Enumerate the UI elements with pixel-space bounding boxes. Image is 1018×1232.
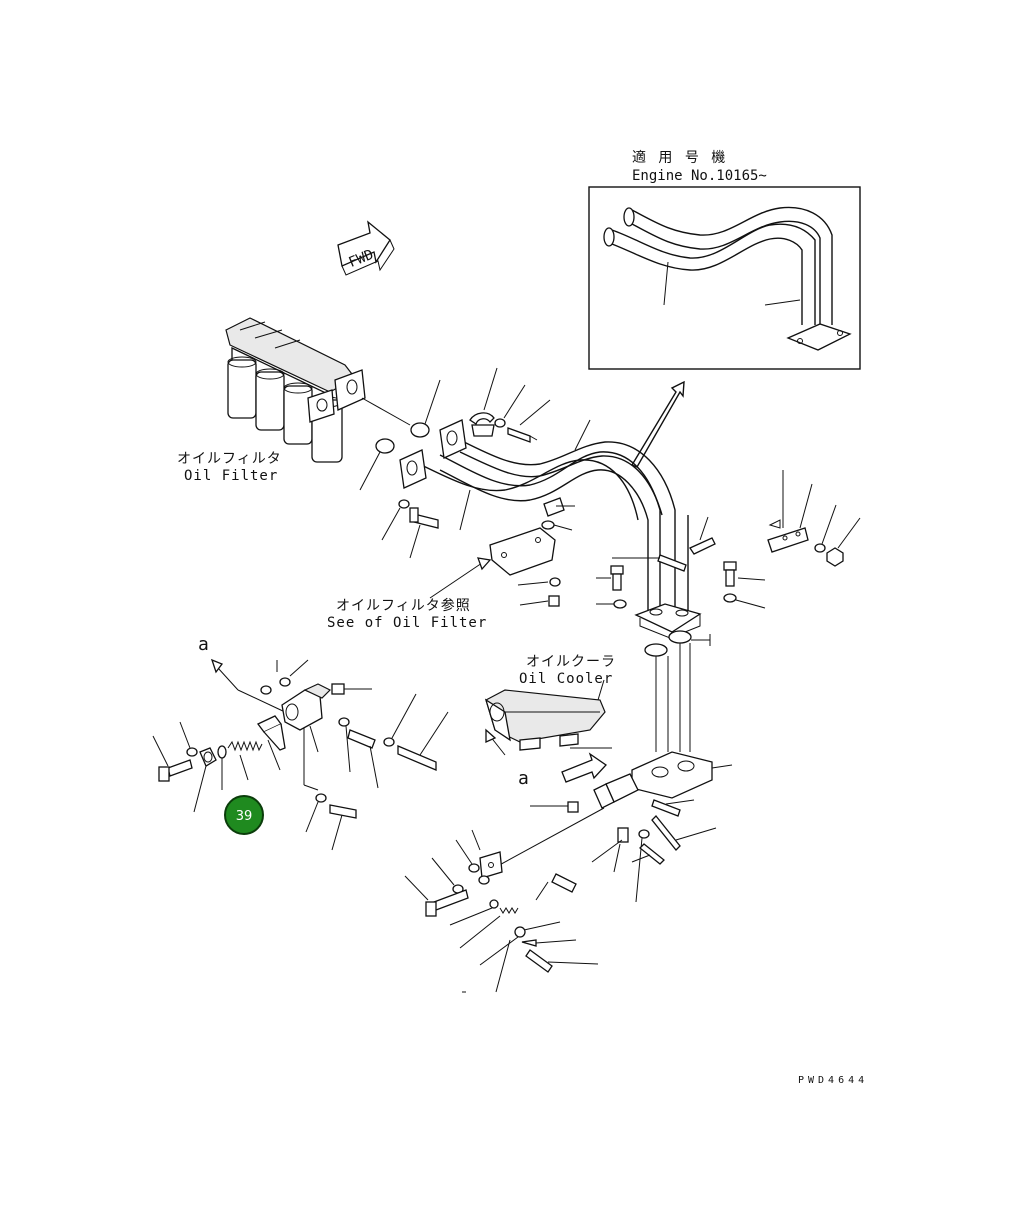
- clamp-parts-upper: [469, 367, 575, 531]
- oil-cooler: [484, 679, 606, 751]
- view-a-lower-pointer: [485, 728, 612, 783]
- engine-number-label: Engine No.10165~: [632, 168, 767, 184]
- inset-pointer-arrow: [630, 380, 685, 468]
- lower-connector: [493, 751, 733, 903]
- lower-bracket-group: [404, 829, 599, 993]
- drawing-code: PWD4644: [798, 1075, 868, 1086]
- gaskets-lower: [644, 630, 711, 752]
- see-oil-filter-label-jp: オイルフィルタ参照: [336, 597, 471, 614]
- see-oil-filter-label-en: See of Oil Filter: [327, 615, 487, 631]
- fwd-arrow: FWD: [337, 220, 395, 276]
- inset-pipes: [603, 206, 852, 351]
- gaskets-upper: [359, 379, 441, 491]
- inset-frame: [588, 186, 861, 370]
- bolts-pipe-bottom: [596, 554, 687, 609]
- oil-cooler-label-jp: オイルクーラ: [526, 654, 616, 670]
- applicable-label-jp: 適 用 号 機: [632, 149, 727, 166]
- view-a-detail: [152, 658, 449, 851]
- oil-filter-label-jp: オイルフィルタ: [177, 451, 282, 467]
- oil-filter-assembly: [225, 317, 366, 463]
- callout-39-ring: [224, 795, 264, 835]
- callout-39-number: 39: [236, 809, 253, 824]
- inset-panel: 適 用 号 機 Engine No.10165~: [588, 149, 861, 370]
- oil-filter-label-en: Oil Filter: [184, 468, 278, 484]
- view-a-lower-label: a: [518, 768, 529, 789]
- right-bracket-parts: [689, 470, 861, 609]
- main-pipe-assembly: [399, 419, 702, 639]
- view-a-upper-label: a: [198, 634, 209, 655]
- pipe-bracket: [489, 527, 561, 607]
- callout-39-circle: [225, 796, 263, 834]
- bolts-left-bracket: [381, 499, 439, 559]
- see-oil-filter-callout: [429, 557, 492, 599]
- callout-39-badge[interactable]: 39: [224, 795, 264, 835]
- oil-cooler-label-en: Oil Cooler: [519, 671, 613, 687]
